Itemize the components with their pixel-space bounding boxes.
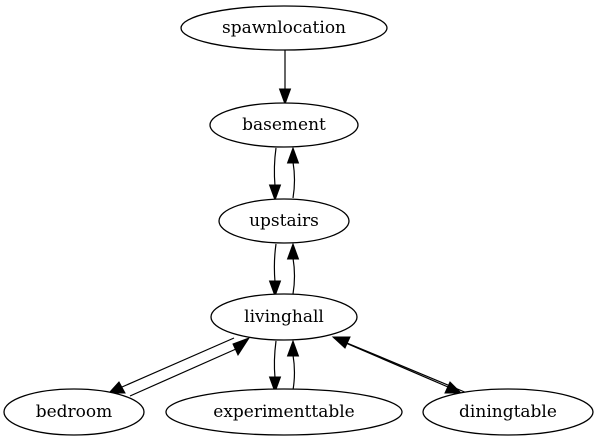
node-label: basement: [242, 115, 326, 135]
edge-diningtable-to-livinghall: [331, 336, 468, 394]
node-diningtable: diningtable: [422, 388, 594, 436]
node-label: upstairs: [249, 211, 319, 231]
edge-upstairs-to-livinghall: [268, 243, 282, 298]
edge-livinghall-to-experimenttable: [268, 340, 282, 394]
edge-livinghall-to-diningtable: [333, 337, 463, 394]
edge-experimenttable-to-livinghall: [286, 339, 300, 391]
node-label: spawnlocation: [222, 18, 346, 38]
edge-basement-to-upstairs: [268, 147, 282, 202]
node-label: diningtable: [459, 402, 557, 422]
node-upstairs: upstairs: [218, 198, 350, 244]
node-experimenttable: experimenttable: [165, 388, 403, 436]
edge-spawnlocation-to-basement: [278, 48, 292, 106]
node-label: bedroom: [36, 402, 113, 422]
node-basement: basement: [209, 102, 359, 148]
edge-livinghall-to-upstairs: [286, 242, 300, 295]
edge-upstairs-to-basement: [286, 146, 300, 199]
node-livinghall: livinghall: [210, 293, 358, 341]
edge-livinghall-to-bedroom: [107, 337, 235, 394]
node-spawnlocation: spawnlocation: [180, 5, 388, 51]
edge-bedroom-to-livinghall: [129, 337, 251, 397]
node-label: livinghall: [244, 307, 324, 327]
node-bedroom: bedroom: [3, 388, 145, 436]
node-label: experimenttable: [213, 402, 354, 422]
